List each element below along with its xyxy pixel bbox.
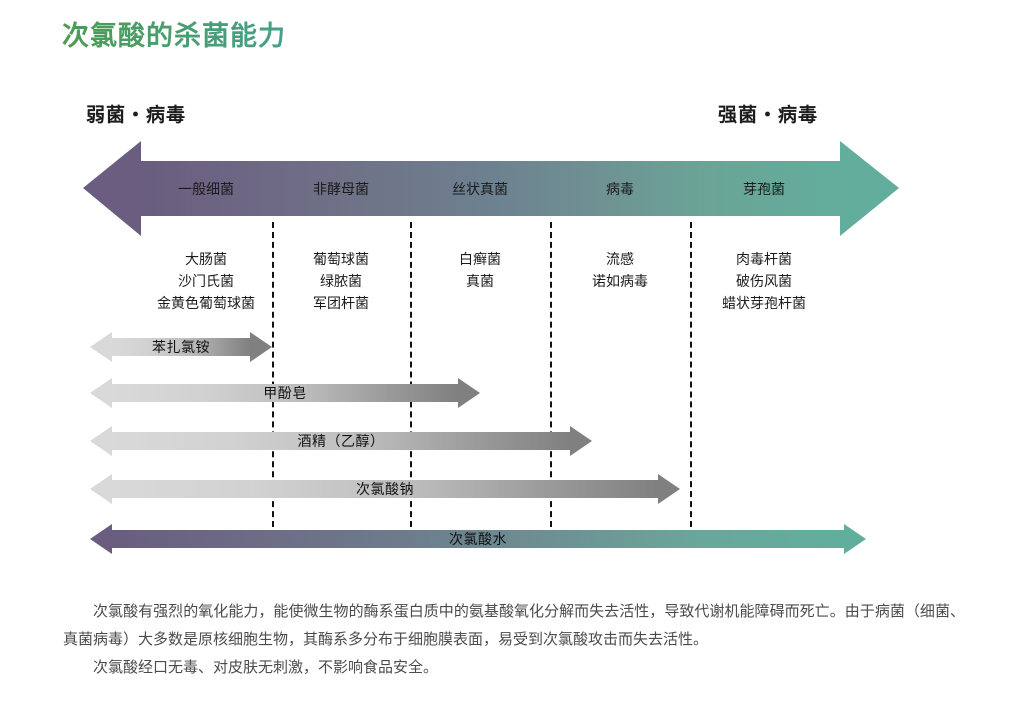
agent-arrow-cresol-soap: 甲酚皂: [90, 378, 480, 408]
column-divider-2: [410, 222, 412, 537]
organism-item: 葡萄球菌: [313, 251, 369, 267]
organism-column-filamentous-fungi: 白癣菌 真菌: [410, 248, 550, 318]
agent-arrow-tail: [90, 378, 112, 408]
organism-item: 绿脓菌: [320, 273, 362, 289]
organism-item: 蜡状芽孢杆菌: [722, 295, 806, 311]
organism-item: 大肠菌: [185, 251, 227, 267]
agent-arrow-tip: [844, 524, 866, 554]
body-text: 次氯酸有强烈的氧化能力，能使微生物的酶系蛋白质中的氨基酸氧化分解而失去活性，导致…: [63, 598, 965, 682]
agent-label-sodium-hypochlorite: 次氯酸钠: [356, 481, 414, 497]
column-divider-4: [690, 222, 692, 537]
organism-item: 肉毒杆菌: [736, 251, 792, 267]
organism-column-spore-bacteria: 肉毒杆菌 破伤风菌 蜡状芽孢杆菌: [690, 248, 838, 318]
agent-label-benzalkonium: 苯扎氯铵: [152, 339, 210, 355]
organism-item: 金黄色葡萄球菌: [157, 295, 255, 311]
page-title: 次氯酸的杀菌能力: [62, 14, 286, 53]
agent-arrow-hypochlorous-acid-water: 次氯酸水: [90, 524, 866, 554]
body-paragraph-1: 次氯酸有强烈的氧化能力，能使微生物的酶系蛋白质中的氨基酸氧化分解而失去活性，导致…: [63, 603, 965, 648]
agent-arrow-sodium-hypochlorite: 次氯酸钠: [90, 474, 680, 504]
organism-item: 破伤风菌: [736, 273, 792, 289]
agent-arrow-shaft: [112, 530, 844, 548]
agent-arrow-tail: [90, 474, 112, 504]
column-divider-1: [272, 222, 274, 537]
agent-label-ethanol: 酒精（乙醇）: [297, 433, 385, 449]
organism-item: 军团杆菌: [313, 295, 369, 311]
organism-row-spacer: [0, 248, 140, 318]
agent-arrow-tip: [570, 426, 592, 456]
spectrum-arrow: [83, 141, 899, 236]
organism-column-general-bacteria: 大肠菌 沙门氏菌 金黄色葡萄球菌: [140, 248, 272, 318]
agent-arrow-tip: [250, 332, 272, 362]
body-paragraph-2: 次氯酸经口无毒、对皮肤无刺激，不影响食品安全。: [93, 659, 439, 676]
column-divider-3: [550, 222, 552, 537]
agent-label-hypochlorous-acid-water: 次氯酸水: [449, 531, 507, 547]
agent-arrow-shaft: [112, 480, 658, 498]
organism-columns: 大肠菌 沙门氏菌 金黄色葡萄球菌 葡萄球菌 绿脓菌 军团杆菌 白癣菌 真菌 流感…: [0, 248, 1027, 318]
spectrum-arrow-shaft: [140, 161, 841, 216]
organism-item: 流感: [606, 251, 634, 267]
spectrum-arrow-left-head: [83, 141, 141, 236]
scale-label-weak: 弱菌・病毒: [86, 105, 187, 126]
organism-item: 诺如病毒: [592, 273, 648, 289]
organism-item: 白癣菌: [459, 251, 501, 267]
organism-column-virus: 流感 诺如病毒: [550, 248, 690, 318]
agent-arrow-shaft: [112, 384, 458, 402]
agent-arrow-shaft: [112, 338, 250, 356]
scale-label-strong: 强菌・病毒: [718, 105, 819, 126]
agent-arrow-shaft: [112, 432, 570, 450]
agent-arrow-ethanol: 酒精（乙醇）: [90, 426, 592, 456]
agent-arrow-tip: [458, 378, 480, 408]
agent-arrow-tail: [90, 332, 112, 362]
agent-arrow-tip: [658, 474, 680, 504]
organism-item: 沙门氏菌: [178, 273, 234, 289]
agent-arrow-tail: [90, 524, 112, 554]
agent-label-cresol-soap: 甲酚皂: [263, 385, 307, 401]
organism-column-non-yeast: 葡萄球菌 绿脓菌 军团杆菌: [272, 248, 410, 318]
agent-arrow-tail: [90, 426, 112, 456]
organism-item: 真菌: [466, 273, 494, 289]
spectrum-arrow-right-head: [840, 141, 899, 236]
agent-arrow-benzalkonium: 苯扎氯铵: [90, 332, 272, 362]
